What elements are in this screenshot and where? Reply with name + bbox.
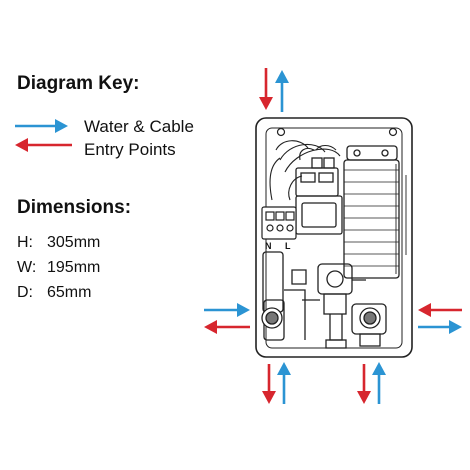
right-inlet-fitting <box>351 303 387 347</box>
dimension-width-label: W: <box>17 259 37 276</box>
terminal-label-n: N <box>265 241 272 251</box>
heating-tank <box>343 145 407 279</box>
right-red-left-arrow-icon <box>418 303 462 317</box>
dimensions-heading: Dimensions: <box>17 197 132 218</box>
top-entry-arrows-icon <box>259 68 289 112</box>
bottom-right-entry-arrows-icon <box>357 362 386 404</box>
left-inlet-fitting <box>261 307 283 329</box>
key-arrows-icon <box>15 119 72 152</box>
key-blue-arrow-icon <box>15 119 68 133</box>
control-module <box>295 157 343 235</box>
left-red-left-arrow-icon <box>204 320 250 334</box>
left-blue-right-arrow-icon <box>204 303 250 317</box>
bottom-right-red-down-arrow-icon <box>357 364 371 404</box>
wiring-bundle <box>269 140 341 201</box>
right-entry-arrows-icon <box>418 303 462 334</box>
bottom-left-entry-arrows-icon <box>262 362 291 404</box>
terminal-block <box>261 206 297 240</box>
flow-valve-assembly <box>302 263 366 349</box>
dimension-width-value: 195mm <box>47 259 101 276</box>
dimension-depth-label: D: <box>17 284 33 301</box>
diagram-key-heading: Diagram Key: <box>17 73 140 94</box>
top-red-down-arrow-icon <box>259 68 273 110</box>
dimension-height: H: 305mm <box>17 234 100 252</box>
right-blue-right-arrow-icon <box>418 320 462 334</box>
bottom-left-blue-up-arrow-icon <box>277 362 291 404</box>
left-entry-arrows-icon <box>204 303 250 334</box>
bottom-right-blue-up-arrow-icon <box>372 362 386 404</box>
dimension-height-value: 305mm <box>47 234 101 251</box>
bottom-left-red-down-arrow-icon <box>262 364 276 404</box>
dimension-width: W: 195mm <box>17 259 100 277</box>
mounting-hole-top-left-icon <box>276 127 286 137</box>
key-label-line2: Entry Points <box>84 140 176 159</box>
key-label-line1: Water & Cable <box>84 117 194 136</box>
dimension-height-label: H: <box>17 234 33 251</box>
dimension-depth: D: 65mm <box>17 284 91 302</box>
dimension-depth-value: 65mm <box>47 284 92 301</box>
mounting-hole-top-right-icon <box>388 127 398 137</box>
key-red-arrow-icon <box>15 138 72 152</box>
terminal-label-l: L <box>285 241 291 251</box>
top-blue-up-arrow-icon <box>275 70 289 112</box>
heater-outer-case <box>255 117 413 358</box>
